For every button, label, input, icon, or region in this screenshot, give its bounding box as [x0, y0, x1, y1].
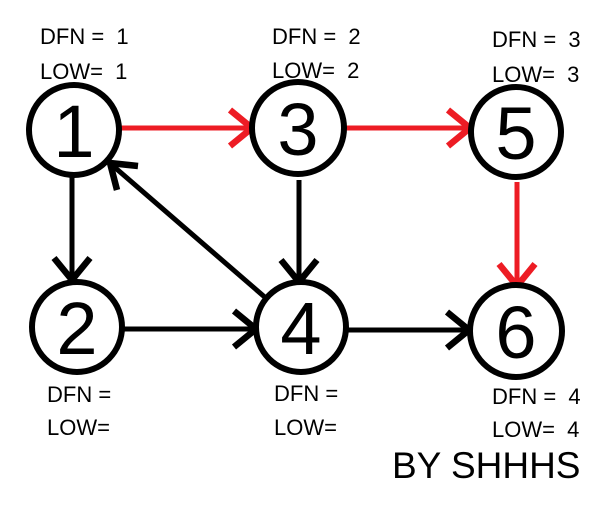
node-circle-2: [29, 279, 125, 375]
node-1-low-label: LOW= 1: [40, 59, 127, 84]
node-circle-1: [26, 82, 122, 178]
node-label-2: 2: [56, 287, 97, 370]
node-1-dfn-label: DFN = 1: [40, 24, 129, 49]
node-circle-4: [253, 279, 349, 375]
node-3-dfn-label: DFN = 2: [272, 24, 361, 49]
node-5-low-label: LOW= 3: [492, 62, 579, 87]
node-label-4: 4: [280, 287, 321, 370]
node-label-6: 6: [495, 291, 536, 374]
node-label-5: 5: [495, 92, 536, 175]
node-6-low-label: LOW= 4: [492, 417, 579, 442]
node-4-dfn-label: DFN =: [274, 381, 338, 406]
node-6-dfn-label: DFN = 4: [492, 384, 581, 409]
edge-4-1-line: [110, 163, 269, 301]
node-label-1: 1: [53, 90, 94, 173]
credit-text: BY SHHHS: [392, 445, 581, 486]
node-5-dfn-label: DFN = 3: [492, 27, 581, 52]
node-4-low-label: LOW=: [274, 415, 337, 440]
node-circle-6: [467, 282, 565, 380]
edge-4-1-arrowhead-icon: [105, 159, 139, 191]
node-circle-3: [249, 79, 347, 177]
node-2-low-label: LOW=: [47, 415, 110, 440]
node-circle-5: [468, 84, 564, 180]
node-2-dfn-label: DFN =: [47, 382, 111, 407]
node-label-3: 3: [277, 88, 318, 171]
node-3-low-label: LOW= 2: [272, 58, 359, 83]
